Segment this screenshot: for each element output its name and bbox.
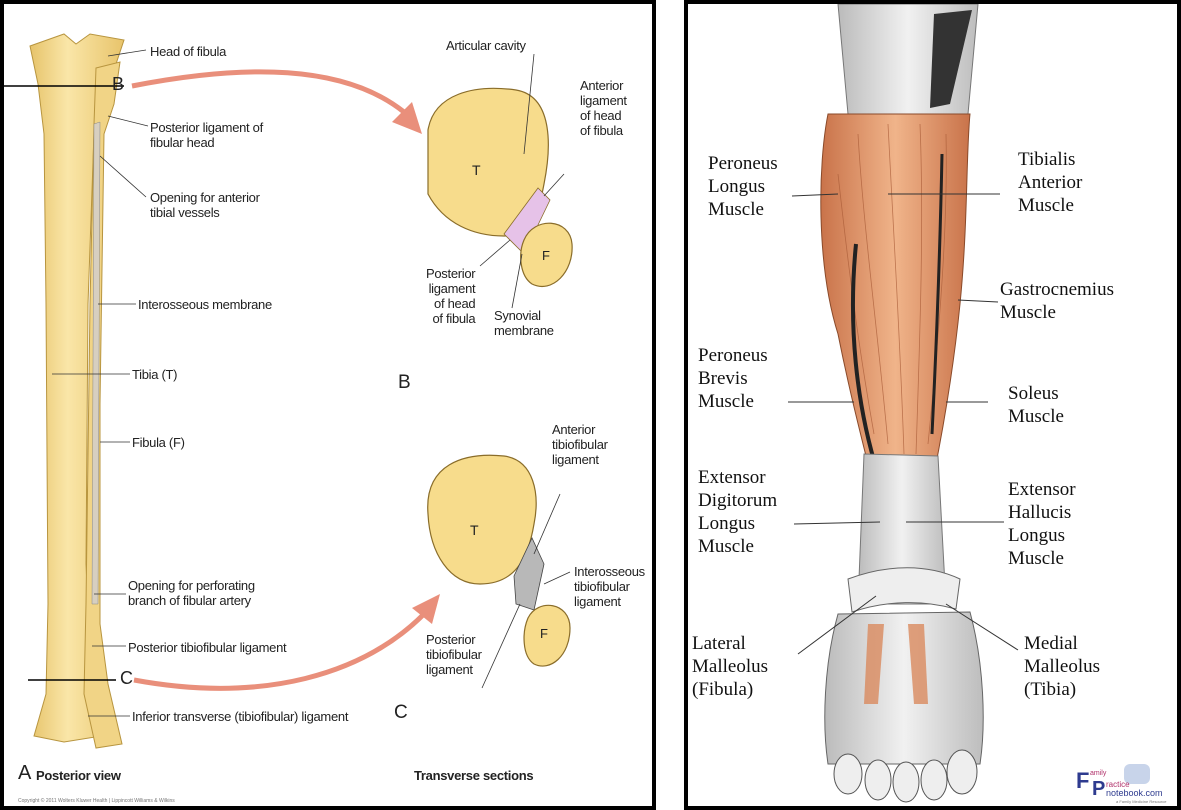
label-extensor-hallucis-longus: Extensor Hallucis Longus Muscle (1008, 478, 1076, 570)
label-posterior-tibiofibular-section: Posterior tibiofibular ligament (426, 632, 482, 677)
logo-tagline: a Family Medicine Resource (1116, 799, 1166, 804)
copyright-text: Copyright © 2011 Wolters Kluwer Health |… (18, 798, 175, 804)
label-lateral-malleolus: Lateral Malleolus (Fibula) (692, 632, 768, 701)
logo-family: amily (1090, 770, 1106, 777)
bone-illustration (4, 4, 656, 810)
fpnotebook-logo: F amily P ractice notebook.com a Family … (1076, 764, 1176, 808)
foot (825, 612, 983, 764)
section-b-letter: B (398, 372, 411, 394)
label-anterior-ligament-head-fibula: Anterior ligament of head of fibula (580, 78, 627, 138)
caption-transverse-sections: Transverse sections (414, 768, 533, 783)
marker-c: C (120, 668, 133, 689)
label-tibialis-anterior: Tibialis Anterior Muscle (1018, 148, 1082, 217)
label-fibula: Fibula (F) (132, 435, 185, 450)
label-posterior-ligament-fibular-head: Posterior ligament of fibular head (150, 120, 263, 150)
logo-letter-f: F (1076, 768, 1089, 794)
label-inferior-transverse-ligament: Inferior transverse (tibiofibular) ligam… (132, 709, 348, 724)
label-interosseous-membrane: Interosseous membrane (138, 297, 272, 312)
label-opening-perforating-branch: Opening for perforating branch of fibula… (128, 578, 255, 608)
section-c-letter: C (394, 702, 408, 724)
label-head-of-fibula: Head of fibula (150, 44, 226, 59)
section-b-fibula-mark: F (542, 248, 550, 263)
section-c-fibula-mark: F (540, 626, 548, 641)
arrow-to-section-b (132, 72, 404, 112)
label-gastrocnemius: Gastrocnemius Muscle (1000, 278, 1114, 324)
right-panel-leg-muscles: Peroneus Longus Muscle Tibialis Anterior… (684, 0, 1181, 810)
label-opening-anterior-tibial-vessels: Opening for anterior tibial vessels (150, 190, 260, 220)
label-extensor-digitorum-longus: Extensor Digitorum Longus Muscle (698, 466, 777, 558)
label-peroneus-longus: Peroneus Longus Muscle (708, 152, 778, 221)
label-posterior-tibiofibular-ligament: Posterior tibiofibular ligament (128, 640, 286, 655)
logo-notebook: notebook.com (1106, 788, 1163, 798)
caption-posterior-view: Posterior view (36, 768, 121, 783)
logo-letter-p: P (1092, 778, 1105, 801)
label-soleus: Soleus Muscle (1008, 382, 1064, 428)
section-c-tibia-mark: T (470, 522, 479, 538)
label-interosseous-tibiofibular-ligament: Interosseous tibiofibular ligament (574, 564, 645, 609)
label-medial-malleolus: Medial Malleolus (Tibia) (1024, 632, 1100, 701)
caption-letter-a: A (18, 762, 31, 785)
left-panel-posterior-view: Head of fibula B Posterior ligament of f… (0, 0, 656, 810)
label-peroneus-brevis: Peroneus Brevis Muscle (698, 344, 768, 413)
muscle-mass (821, 114, 970, 474)
label-posterior-ligament-head-fibula: Posterior ligament of head of fibula (426, 266, 475, 326)
section-b-tibia-mark: T (472, 162, 481, 178)
ankle-band (848, 568, 960, 612)
marker-b: B (112, 74, 124, 95)
label-articular-cavity: Articular cavity (446, 38, 526, 53)
label-tibia: Tibia (T) (132, 367, 177, 382)
label-synovial-membrane: Synovial membrane (494, 308, 554, 338)
label-anterior-tibiofibular-ligament: Anterior tibiofibular ligament (552, 422, 608, 467)
tibia-shape (30, 34, 124, 742)
